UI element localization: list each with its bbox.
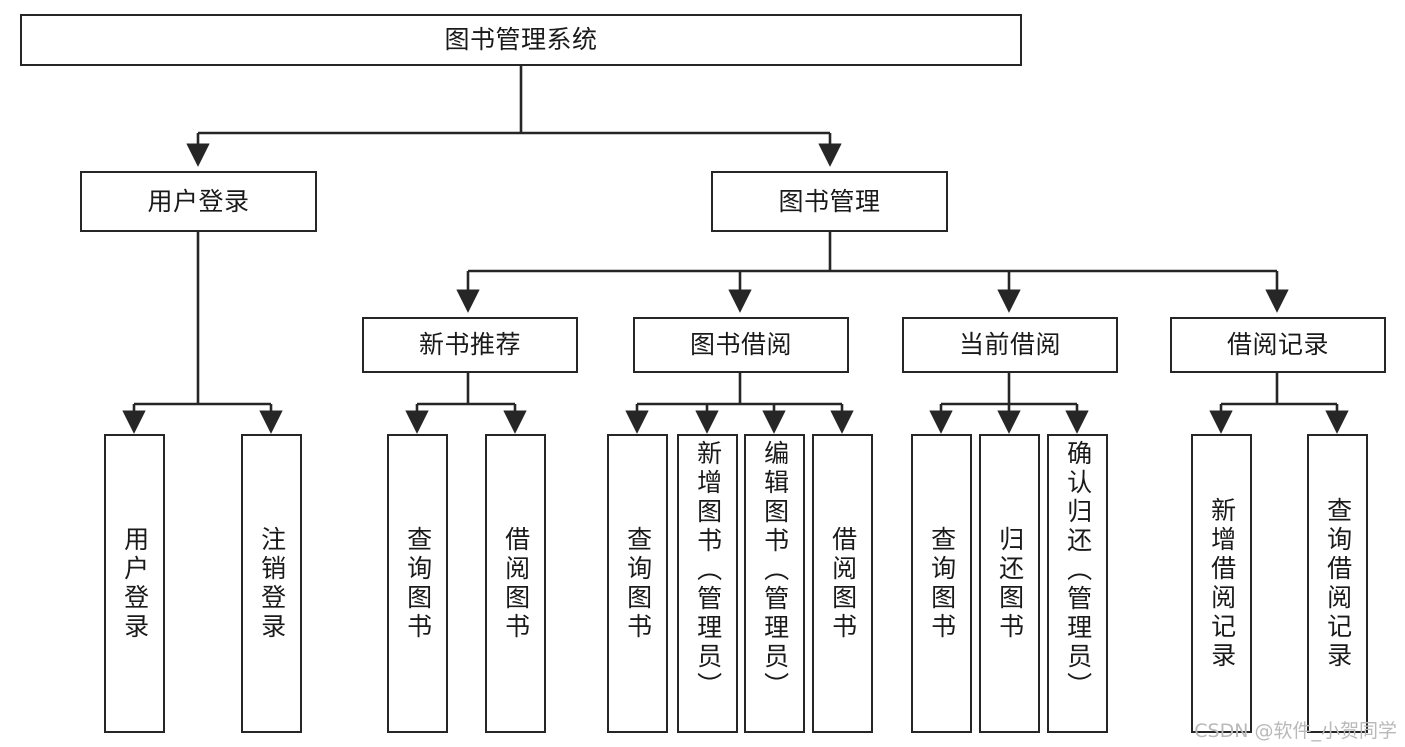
leaf-current-confirm-return-admin[interactable]: 确认归还（管理员） [1047,434,1108,733]
leaf-user-login-label: 用户登录 [120,525,150,642]
node-user-login[interactable]: 用户登录 [80,171,317,232]
node-root[interactable]: 图书管理系统 [20,14,1022,66]
leaf-borrow-borrow-book[interactable]: 借阅图书 [812,434,873,733]
node-user-login-label: 用户登录 [147,186,250,216]
leaf-borrow-add-book-admin[interactable]: 新增图书（管理员） [677,434,738,733]
leaf-current-return-book[interactable]: 归还图书 [979,434,1040,733]
node-current-borrow-label: 当前借阅 [958,330,1061,360]
node-book-borrow-label: 图书借阅 [689,330,792,360]
leaf-logout[interactable]: 注销登录 [241,434,302,733]
leaf-recommend-query-book[interactable]: 查询图书 [387,434,448,733]
node-book-management[interactable]: 图书管理 [711,171,948,232]
leaf-current-return-book-label: 归还图书 [995,525,1025,642]
watermark: CSDN @软件_小贺同学 [1194,720,1397,742]
leaf-borrow-query-book-label: 查询图书 [623,525,653,642]
node-root-label: 图书管理系统 [444,25,598,55]
leaf-record-add-label: 新增借阅记录 [1207,496,1237,671]
leaf-borrow-borrow-book-label: 借阅图书 [828,525,858,642]
leaf-current-query-book-label: 查询图书 [927,525,957,642]
leaf-current-query-book[interactable]: 查询图书 [911,434,972,733]
leaf-borrow-add-book-admin-label: 新增图书（管理员） [693,440,723,701]
node-borrow-record-label: 借阅记录 [1226,330,1329,360]
node-book-management-label: 图书管理 [778,186,881,216]
leaf-logout-label: 注销登录 [257,525,287,642]
node-borrow-record[interactable]: 借阅记录 [1170,317,1386,373]
node-new-book-recommend[interactable]: 新书推荐 [362,317,578,373]
leaf-recommend-query-book-label: 查询图书 [403,525,433,642]
leaf-user-login[interactable]: 用户登录 [104,434,165,733]
leaf-borrow-edit-book-admin[interactable]: 编辑图书（管理员） [744,434,805,733]
node-current-borrow[interactable]: 当前借阅 [902,317,1118,373]
node-book-borrow[interactable]: 图书借阅 [633,317,849,373]
leaf-recommend-borrow-book-label: 借阅图书 [501,525,531,642]
leaf-current-confirm-return-admin-label: 确认归还（管理员） [1063,440,1093,701]
node-new-book-recommend-label: 新书推荐 [418,330,521,360]
leaf-record-add[interactable]: 新增借阅记录 [1191,434,1252,733]
leaf-recommend-borrow-book[interactable]: 借阅图书 [485,434,546,733]
leaf-borrow-edit-book-admin-label: 编辑图书（管理员） [760,440,790,701]
leaf-record-search-label: 查询借阅记录 [1323,496,1353,671]
leaf-borrow-query-book[interactable]: 查询图书 [607,434,668,733]
leaf-record-search[interactable]: 查询借阅记录 [1307,434,1368,733]
